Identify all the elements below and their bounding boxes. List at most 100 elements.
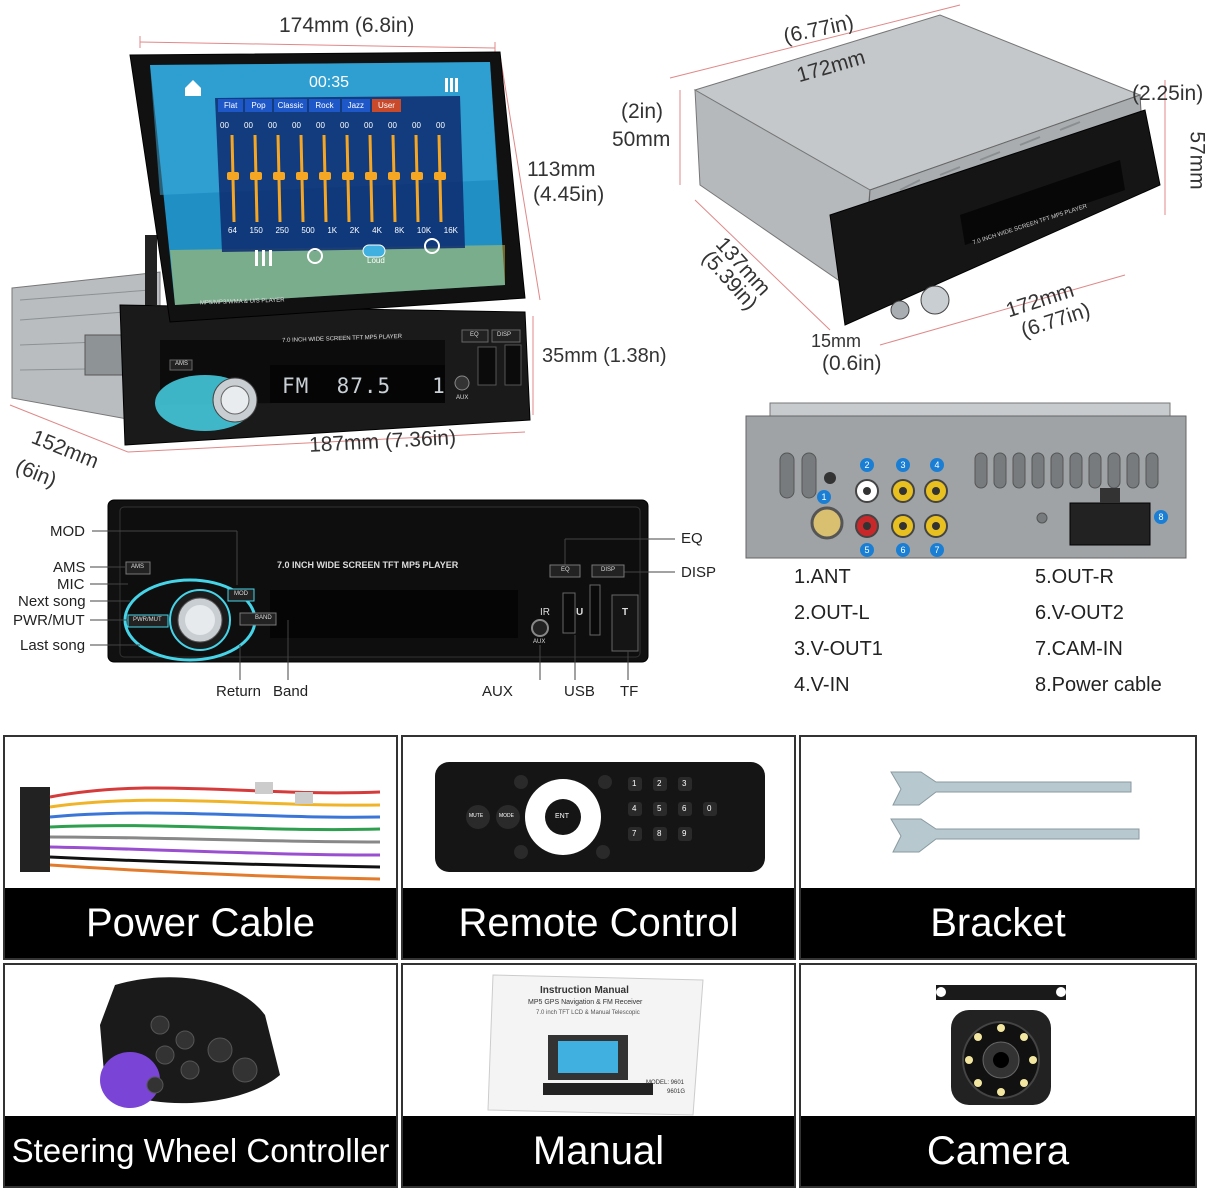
unit-side-view: (6.77in) 172mm (2in) 50mm (2.25in) 57mm …	[600, 0, 1209, 390]
caption-bracket: Bracket	[801, 888, 1195, 958]
port-badge-3: 3	[896, 458, 910, 472]
eq-band-label: 150	[249, 226, 263, 235]
eq-value: 00	[220, 121, 229, 130]
eq-preset-classic[interactable]: Classic	[273, 99, 308, 112]
dim-side-right-in: (2.25in)	[1132, 82, 1204, 105]
equalizer-icon[interactable]	[255, 250, 272, 266]
eq-preset-jazz[interactable]: Jazz	[341, 99, 371, 112]
faceplate-eq-button[interactable]: EQ	[470, 332, 479, 338]
caption-manual: Manual	[403, 1116, 794, 1186]
caption-steering-wheel-controller: Steering Wheel Controller	[5, 1116, 396, 1186]
eq-slider-knob[interactable]	[296, 172, 308, 180]
port-label-cam-in: 7.CAM-IN	[1035, 638, 1123, 660]
front-tf-port[interactable]: T	[622, 607, 629, 618]
remote-number-key: 9	[682, 829, 687, 838]
manual-subtitle2: 7.0 inch TFT LCD & Manual Telescopic	[536, 1010, 640, 1016]
callout-mic: MIC	[57, 576, 85, 593]
eq-value: 00	[316, 121, 325, 130]
eq-value: 00	[292, 121, 301, 130]
port-badge-2: 2	[860, 458, 874, 472]
caption-power-cable: Power Cable	[5, 888, 396, 958]
eq-slider-knob[interactable]	[388, 172, 400, 180]
front-pwr-key[interactable]: PWR/MUT	[133, 617, 162, 623]
eq-slider-knob[interactable]	[411, 172, 423, 180]
dim-face-height: 35mm (1.38n)	[542, 345, 667, 367]
eq-band-label: 8K	[394, 226, 405, 235]
eq-slider-knob[interactable]	[365, 172, 377, 180]
eq-preset-rock[interactable]: Rock	[309, 99, 340, 112]
remote-number-key: 6	[682, 804, 687, 813]
eq-value: 00	[364, 121, 373, 130]
faceplate-aux-label: AUX	[456, 395, 469, 401]
eq-value: 00	[268, 121, 277, 130]
remote-number-key: 7	[632, 829, 637, 838]
callout-eq: EQ	[681, 530, 703, 547]
remote-number-key: 2	[657, 779, 662, 788]
port-label-out-l: 2.OUT-L	[794, 602, 870, 624]
eq-preset-pop[interactable]: Pop	[245, 99, 272, 112]
dim-top-width: 174mm (6.8in)	[279, 14, 415, 37]
eq-slider-knob[interactable]	[434, 172, 446, 180]
eq-preset-flat[interactable]: Flat	[218, 99, 244, 112]
port-label-v-out1: 3.V-OUT1	[794, 638, 883, 660]
front-disp-key[interactable]: DISP	[601, 567, 616, 573]
callout-disp: DISP	[681, 564, 717, 581]
display-readout: FM 87.5 1	[282, 374, 446, 398]
front-band-key[interactable]: BAND	[255, 615, 272, 621]
eq-value: 00	[340, 121, 349, 130]
callout-pwr-mut: PWR/MUT	[13, 612, 85, 629]
accessory-card-manual: Instruction Manual MP5 GPS Navigation & …	[401, 963, 796, 1188]
front-panel-illustration	[90, 499, 675, 680]
port-badge-8: 8	[1154, 510, 1168, 524]
dim-screen-height-mm: 113mm	[527, 158, 596, 181]
rear-panel-section: 1 2 3 4 5 6 7 8 1.ANT 2.OUT-L 3.V-OUT1 4…	[740, 398, 1200, 698]
port-label-v-out2: 6.V-OUT2	[1035, 602, 1124, 624]
eq-slider-knob[interactable]	[319, 172, 331, 180]
unit-main-illustration	[9, 36, 541, 453]
eq-settings-icon[interactable]	[445, 78, 458, 92]
remote-number-key: 3	[682, 779, 687, 788]
caption-camera: Camera	[801, 1116, 1195, 1186]
front-aux-port[interactable]: AUX	[533, 639, 546, 645]
front-mod-key[interactable]: MOD	[234, 591, 248, 597]
unit-main-view: 00:35 Flat Pop Classic Rock Jazz User 00…	[0, 0, 667, 492]
accessory-card-steering-wheel: Steering Wheel Controller	[3, 963, 398, 1188]
caption-remote-control: Remote Control	[403, 888, 794, 958]
eq-slider-knob[interactable]	[273, 172, 285, 180]
eq-preset-user[interactable]: User	[372, 99, 401, 112]
port-label-v-in: 4.V-IN	[794, 674, 850, 696]
manual-model2: 9601G	[667, 1089, 686, 1095]
callout-mod: MOD	[50, 523, 85, 540]
eq-presets: Flat Pop Classic Rock Jazz User	[218, 99, 460, 112]
reset-icon[interactable]	[424, 238, 440, 254]
eq-value: 00	[388, 121, 397, 130]
eq-band-label: 1K	[327, 226, 338, 235]
eq-value: 00	[436, 121, 445, 130]
manual-title: Instruction Manual	[540, 985, 629, 996]
callout-band: Band	[273, 683, 309, 700]
eq-slider-knob[interactable]	[227, 172, 239, 180]
loud-toggle-icon[interactable]	[362, 244, 386, 258]
eq-band-label: 500	[301, 226, 315, 235]
callout-aux: AUX	[482, 683, 513, 700]
front-eq-key[interactable]: EQ	[561, 567, 570, 573]
faceplate-disp-button[interactable]: DISP	[497, 332, 512, 338]
surround-icon[interactable]	[307, 248, 323, 264]
bracket-image	[890, 771, 1140, 853]
eq-slider-knob[interactable]	[250, 172, 262, 180]
port-badge-5: 5	[860, 543, 874, 557]
eq-slider-knob[interactable]	[342, 172, 354, 180]
front-usb-port[interactable]: U	[576, 607, 584, 618]
faceplate-ams-button[interactable]: AMS	[175, 361, 189, 367]
front-ams-key[interactable]: AMS	[131, 564, 145, 570]
home-icon[interactable]	[185, 80, 201, 96]
port-label-ant: 1.ANT	[794, 566, 851, 588]
remote-number-key: 8	[657, 829, 662, 838]
dim-side-lip-in: (0.6in)	[822, 352, 882, 375]
callout-return: Return	[216, 683, 262, 700]
front-panel-title: 7.0 INCH WIDE SCREEN TFT MP5 PLAYER	[277, 560, 459, 570]
front-ir-label: IR	[540, 607, 550, 618]
